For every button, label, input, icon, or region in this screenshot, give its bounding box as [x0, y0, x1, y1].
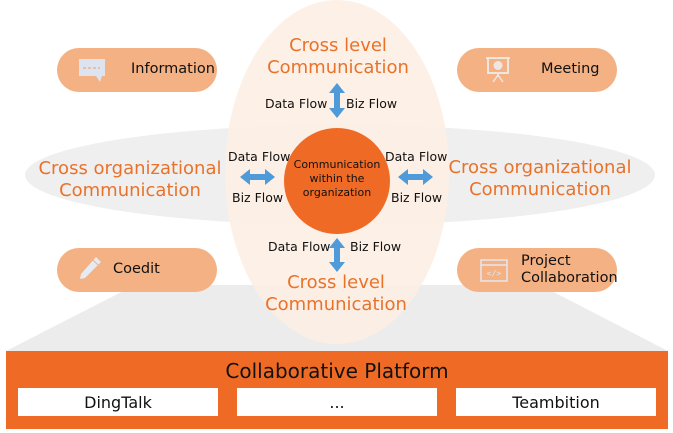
- meeting-pill[interactable]: Meeting: [457, 48, 617, 92]
- flow-bottom-biz: Biz Flow: [350, 239, 402, 254]
- cross-org-right-line1: Cross organizational: [448, 157, 632, 178]
- cross-level-top-line2: Communication: [267, 57, 409, 78]
- center-line-1: Communication: [293, 158, 381, 171]
- flow-bottom-data: Data Flow: [268, 239, 331, 254]
- collaborative-platform: Collaborative Platform DingTalk ... Team…: [6, 351, 668, 429]
- cross-org-left-line1: Cross organizational: [38, 158, 222, 179]
- code-window-icon: </>: [479, 258, 509, 284]
- center-line-2: within the: [309, 172, 365, 185]
- cross-level-bottom-line2: Communication: [265, 294, 407, 315]
- arrow-left: [240, 169, 275, 185]
- cross-org-left-line2: Communication: [59, 180, 201, 201]
- svg-text:</>: </>: [487, 269, 502, 278]
- flow-top-data: Data Flow: [265, 96, 328, 111]
- cross-org-right-title: Cross organizational Communication: [440, 157, 640, 201]
- project-collaboration-pill[interactable]: </> Project Collaboration: [457, 248, 618, 292]
- meeting-label: Meeting: [541, 61, 600, 77]
- flow-top-biz: Biz Flow: [346, 96, 398, 111]
- coedit-label: Coedit: [113, 261, 160, 277]
- platform-title: Collaborative Platform: [225, 359, 449, 383]
- cross-org-left-title: Cross organizational Communication: [30, 158, 230, 202]
- project-label-line1: Project: [521, 253, 571, 269]
- cross-level-bottom-line1: Cross level: [287, 272, 385, 293]
- project-label-line2: Collaboration: [521, 270, 618, 286]
- cross-level-top-title: Cross level Communication: [238, 35, 438, 79]
- center-line-3: organization: [302, 186, 372, 199]
- center-circle: [284, 128, 390, 234]
- information-label: Information: [131, 61, 215, 77]
- presentation-board-icon: [483, 56, 513, 83]
- tool-teambition[interactable]: Teambition: [456, 388, 656, 416]
- pencil-icon: [75, 256, 105, 282]
- tool-dingtalk[interactable]: DingTalk: [18, 388, 218, 416]
- center-label: Communication within the organization: [284, 158, 390, 200]
- project-collaboration-label: Project Collaboration: [521, 253, 618, 287]
- cross-level-top-line1: Cross level: [289, 35, 387, 56]
- cross-org-right-line2: Communication: [469, 179, 611, 200]
- arrow-right: [398, 169, 433, 185]
- cross-level-bottom-title: Cross level Communication: [236, 272, 436, 316]
- arrow-top: [329, 83, 345, 118]
- flow-right-biz: Biz Flow: [391, 190, 443, 205]
- flow-right-data: Data Flow: [385, 149, 448, 164]
- flow-left-biz: Biz Flow: [232, 190, 284, 205]
- arrow-bottom: [329, 238, 345, 272]
- chat-message-icon: [77, 57, 107, 83]
- coedit-pill[interactable]: Coedit: [57, 248, 217, 292]
- tool-more[interactable]: ...: [237, 388, 437, 416]
- flow-left-data: Data Flow: [228, 149, 291, 164]
- information-pill[interactable]: Information: [57, 48, 217, 92]
